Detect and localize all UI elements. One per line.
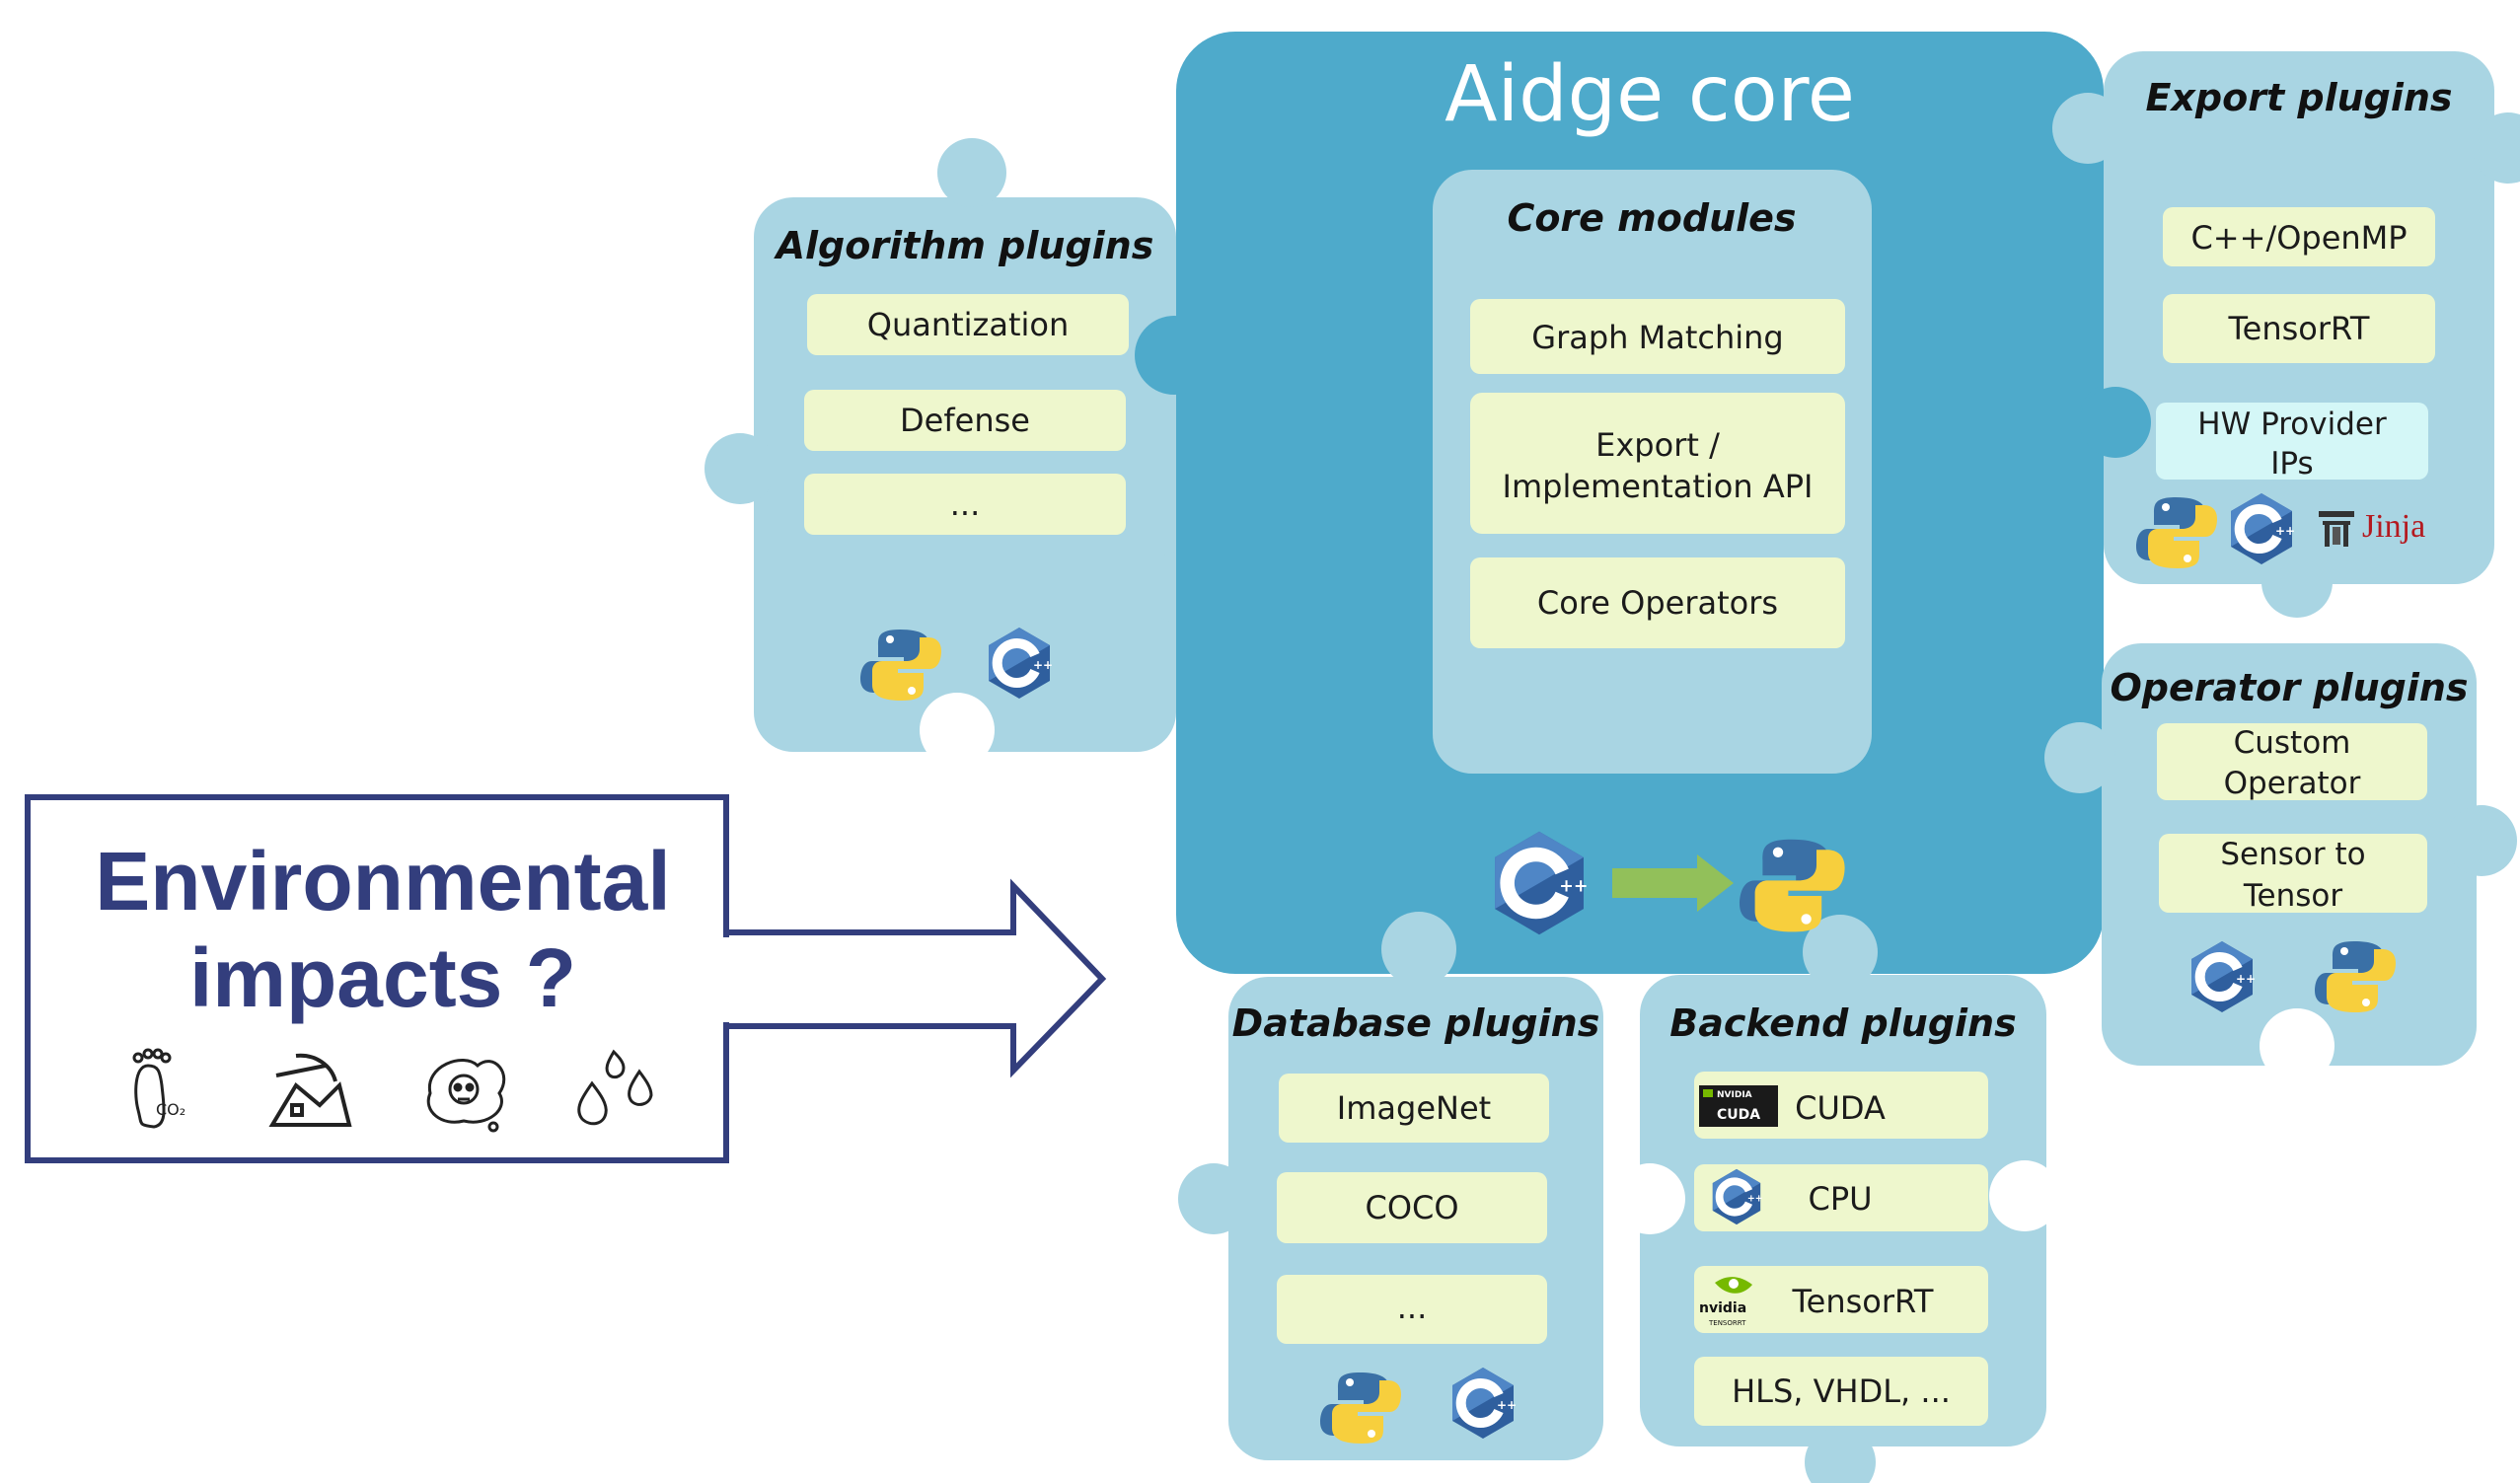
algorithm-plugins: Algorithm plugins Quantization Defense .… bbox=[704, 138, 1215, 768]
export-item-hw-provider-line2: IPs bbox=[2270, 446, 2313, 482]
export-item-tensorrt: TensorRT bbox=[2228, 310, 2370, 347]
pollution-skull-icon bbox=[426, 1059, 506, 1133]
export-heading: Export plugins bbox=[2145, 76, 2452, 119]
nvidia-tensorrt-badge-icon: nvidia TENSORRT bbox=[1699, 1277, 1752, 1327]
backend-item-cuda: CUDA bbox=[1795, 1089, 1886, 1127]
operator-item-sensor-line1: Sensor to bbox=[2220, 837, 2365, 872]
export-plugins: Export plugins C++/OpenMP TensorRT HW Pr… bbox=[2052, 51, 2520, 618]
svg-text:CO₂: CO₂ bbox=[156, 1100, 185, 1119]
core-module-export-line2: Implementation API bbox=[1503, 468, 1814, 505]
export-item-hw-provider-line1: HW Provider bbox=[2197, 407, 2387, 442]
jinja-logo-icon: Jinja bbox=[2319, 508, 2425, 547]
algorithm-item-defense: Defense bbox=[900, 402, 1030, 439]
database-item-imagenet: ImageNet bbox=[1337, 1089, 1491, 1127]
backend-item-hls-vhdl: HLS, VHDL, ... bbox=[1732, 1372, 1951, 1410]
svg-text:nvidia: nvidia bbox=[1699, 1300, 1746, 1316]
backend-plugins: Backend plugins NVIDIA CUDA CUDA CPU nvi… bbox=[1614, 975, 2060, 1483]
water-drops-icon bbox=[577, 1049, 653, 1126]
jinja-label: Jinja bbox=[2362, 508, 2425, 545]
environmental-title-line2: impacts ? bbox=[189, 931, 576, 1024]
mining-icon bbox=[268, 1053, 352, 1127]
svg-text:CUDA: CUDA bbox=[1717, 1107, 1760, 1123]
arrow-to-core bbox=[723, 878, 1107, 1078]
algorithm-item-quantization: Quantization bbox=[867, 306, 1070, 343]
core-module-core-operators: Core Operators bbox=[1537, 584, 1778, 622]
operator-item-sensor-line2: Tensor bbox=[2243, 878, 2343, 914]
database-plugins: Database plugins ImageNet COCO ... bbox=[1178, 977, 1603, 1460]
svg-text:NVIDIA: NVIDIA bbox=[1717, 1090, 1752, 1100]
environmental-title-line1: Environmental bbox=[95, 835, 670, 927]
core-title: Aidge core bbox=[1445, 50, 1855, 139]
operator-heading: Operator plugins bbox=[2110, 666, 2468, 709]
export-item-cpp-openmp: C++/OpenMP bbox=[2190, 219, 2407, 257]
database-item-coco: COCO bbox=[1365, 1189, 1458, 1226]
backend-heading: Backend plugins bbox=[1669, 1001, 2016, 1045]
core-module-graph-matching: Graph Matching bbox=[1531, 319, 1783, 356]
environmental-impacts-box: Environmental impacts ? CO₂ bbox=[25, 794, 729, 1163]
svg-text:TENSORRT: TENSORRT bbox=[1708, 1319, 1746, 1327]
backend-item-cpu: CPU bbox=[1808, 1180, 1872, 1218]
operator-plugins: Operator plugins Custom Operator Sensor … bbox=[2044, 643, 2517, 1083]
nvidia-cuda-badge-icon: NVIDIA CUDA bbox=[1699, 1085, 1778, 1127]
backend-item-tensorrt: TensorRT bbox=[1792, 1283, 1934, 1320]
footprint-co2-icon: CO₂ bbox=[132, 1048, 185, 1129]
core-module-export-line1: Export / bbox=[1595, 426, 1720, 464]
database-item-more: ... bbox=[1397, 1289, 1428, 1326]
algorithm-heading: Algorithm plugins bbox=[774, 224, 1154, 267]
core-modules-heading: Core modules bbox=[1507, 196, 1796, 240]
aidge-core: Aidge core Core modules Graph Matching E… bbox=[1135, 32, 2154, 990]
operator-item-custom-line2: Operator bbox=[2224, 766, 2361, 801]
database-heading: Database plugins bbox=[1232, 1001, 1600, 1045]
operator-item-custom-line1: Custom bbox=[2234, 725, 2351, 761]
algorithm-item-more: ... bbox=[950, 485, 981, 523]
cpp-to-python-arrow bbox=[1612, 854, 1734, 912]
